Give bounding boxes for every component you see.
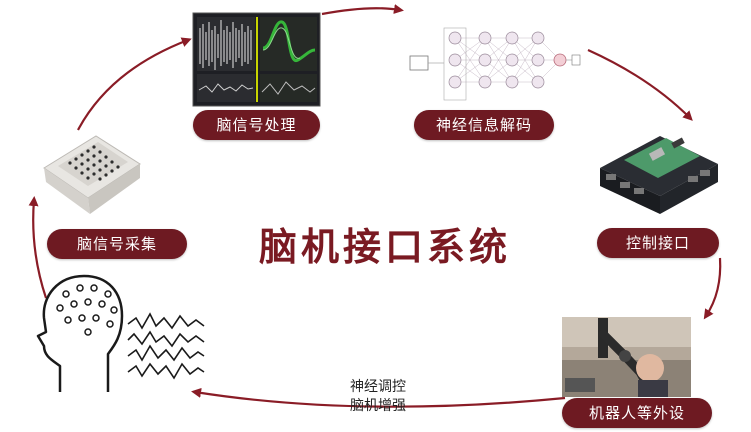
eeg-waveforms [127,312,205,380]
arrow-control-to-robot [703,257,722,320]
arrow-acquire-to-process [77,37,192,131]
head-electrodes-icon [36,274,124,392]
node-signal-processing[interactable]: 脑信号处理 [193,110,320,140]
node-signal-acquisition[interactable]: 脑信号采集 [47,229,187,259]
control-board-image [600,136,718,214]
node-robot-peripheral[interactable]: 机器人等外设 [562,398,712,428]
eeg-amplifier-image [43,135,141,214]
node-neural-decoding[interactable]: 神经信息解码 [414,110,554,140]
node-control-interface[interactable]: 控制接口 [597,228,719,258]
arrow-robot-to-head [191,387,566,408]
signal-processing-image [192,12,321,107]
feedback-note: 神经调控 脑机增强 [330,378,426,416]
arrow-process-to-decode [321,4,404,16]
arrow-head-to-acquire [28,196,48,299]
feedback-note-line-2: 脑机增强 [350,398,406,414]
center-title: 脑机接口系统 [258,225,511,269]
neural-network-image [407,10,581,110]
feedback-note-line-1: 神经调控 [350,379,406,395]
robot-arm-photo [562,317,691,397]
arrow-decode-to-control [587,48,693,121]
